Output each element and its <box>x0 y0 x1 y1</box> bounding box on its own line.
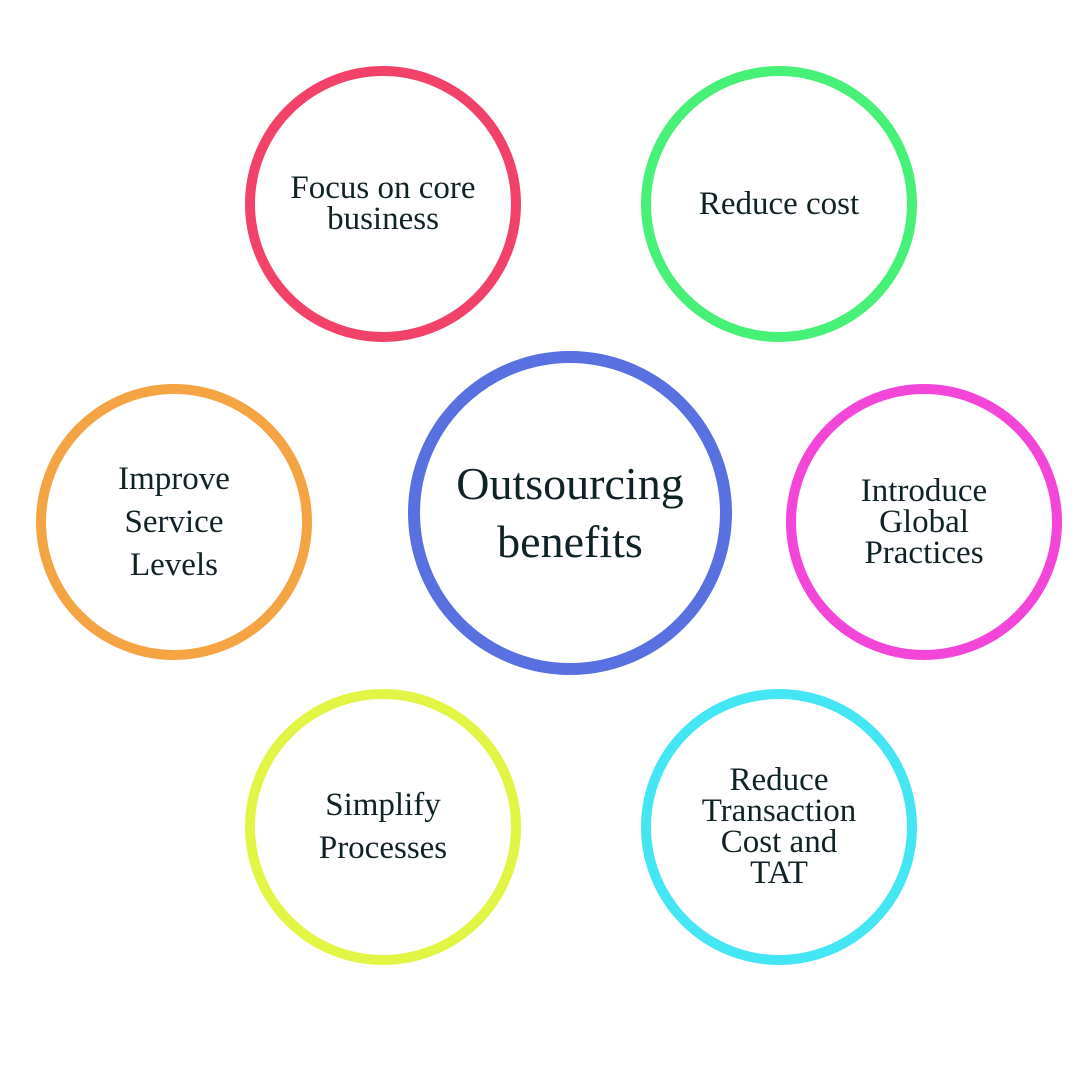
benefit-label: Focus on core business <box>290 170 476 237</box>
benefit-circle-reduce-cost: Reduce cost <box>641 66 917 342</box>
center-circle-outsourcing-benefits: Outsourcing benefits <box>408 351 732 675</box>
benefit-label: Introduce Global Practices <box>860 472 988 571</box>
benefit-circle-introduce-global-practices: Introduce Global Practices <box>786 384 1062 660</box>
benefit-label: Simplify Processes <box>318 787 448 866</box>
benefit-circle-focus-on-core-business: Focus on core business <box>245 66 521 342</box>
benefit-label: Reduce cost <box>698 185 860 222</box>
benefit-label: Improve Service Levels <box>118 460 230 583</box>
benefit-circle-simplify-processes: Simplify Processes <box>245 689 521 965</box>
center-label: Outsourcing benefits <box>456 458 684 567</box>
benefit-circle-reduce-transaction-cost-and-tat: Reduce Transaction Cost and TAT <box>641 689 917 965</box>
benefit-circle-improve-service-levels: Improve Service Levels <box>36 384 312 660</box>
benefit-label: Reduce Transaction Cost and TAT <box>701 762 857 891</box>
